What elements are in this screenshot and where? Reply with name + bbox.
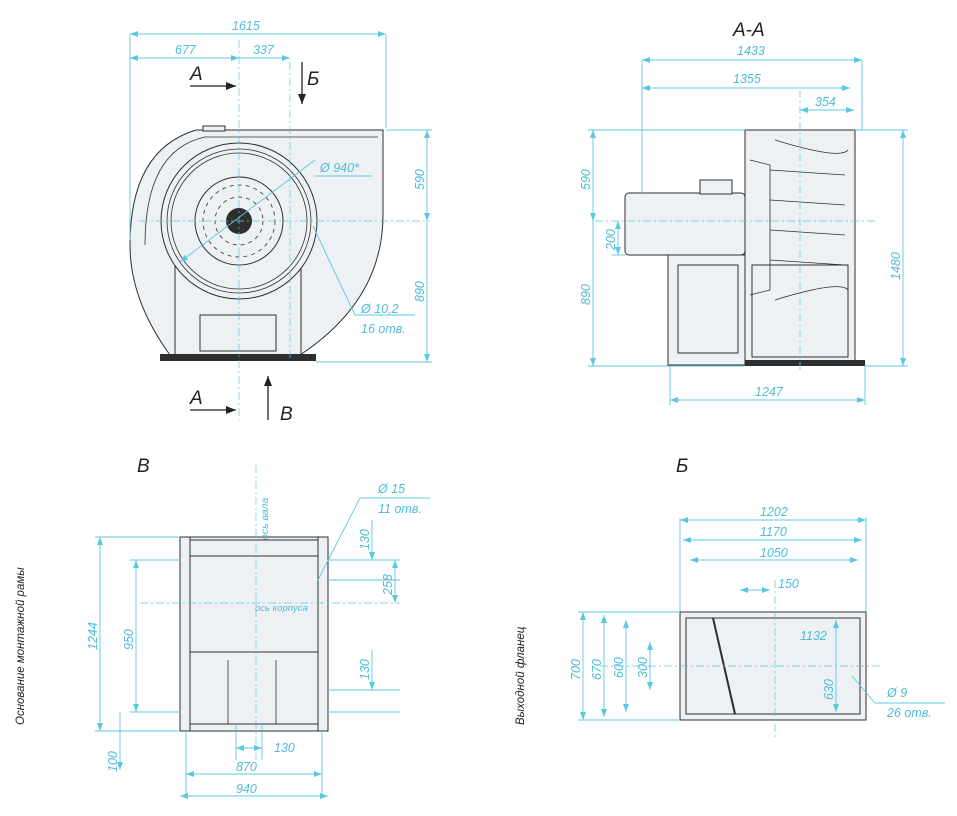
- dim-130-mid: 130: [358, 659, 372, 680]
- frame-window: [199, 314, 277, 352]
- frame-inner: [677, 264, 739, 354]
- dim-700: 700: [569, 659, 583, 680]
- dim-1355: 1355: [733, 72, 761, 86]
- dim-1050: 1050: [760, 546, 788, 560]
- base-hole-count: 11 отв.: [378, 502, 422, 516]
- dim-1202: 1202: [760, 505, 788, 519]
- dim-150: 150: [778, 577, 799, 591]
- dim-1132: 1132: [800, 629, 827, 643]
- dim-100: 100: [106, 751, 120, 772]
- view-v-title: В: [137, 456, 150, 477]
- dim-1615: 1615: [232, 19, 260, 33]
- dim-d940: Ø 940*: [319, 161, 360, 175]
- dim-600: 600: [612, 657, 626, 678]
- dim-1170: 1170: [760, 525, 787, 539]
- dim-section-890: 890: [579, 284, 593, 305]
- dim-337: 337: [253, 43, 275, 57]
- section-aa-title: А-А: [732, 20, 765, 41]
- terminal-box: [699, 179, 733, 195]
- dim-front-890: 890: [413, 281, 427, 302]
- section-base: [745, 360, 865, 366]
- top-flange-lug: [202, 125, 226, 132]
- dim-354: 354: [815, 95, 836, 109]
- body-axis-label: ось корпуса: [255, 603, 308, 614]
- dim-130-bottom: 130: [274, 741, 295, 755]
- base-view: В Основание монтажной рамы ось вала ось …: [15, 456, 430, 799]
- section-a-top: А: [189, 64, 203, 85]
- dim-200: 200: [604, 229, 618, 251]
- flange-hole-diameter: Ø 9: [886, 686, 907, 700]
- base-hole-diameter: Ø 15: [377, 482, 405, 496]
- dim-670: 670: [590, 659, 604, 680]
- dim-1480: 1480: [889, 252, 903, 280]
- dim-258: 258: [381, 574, 395, 596]
- flange-hole-count: 26 отв.: [886, 706, 932, 720]
- dim-130-top: 130: [358, 529, 372, 550]
- view-b-title: Б: [676, 456, 688, 477]
- dim-front-590: 590: [413, 169, 427, 190]
- dim-1247: 1247: [755, 385, 784, 399]
- front-hole-count: 16 отв.: [361, 322, 406, 336]
- front-hole-diameter: Ø 10,2: [360, 302, 399, 316]
- section-v-label: В: [280, 404, 293, 425]
- dim-950: 950: [122, 629, 136, 650]
- dim-300: 300: [636, 657, 650, 678]
- flange-side-label: Выходной фланец: [515, 626, 527, 725]
- base-side-label: Основание монтажной рамы: [15, 567, 27, 725]
- section-b-label: Б: [307, 69, 319, 90]
- base-plate: [160, 354, 316, 361]
- shaft-axis-label: ось вала: [259, 498, 271, 540]
- base-rail-left: [179, 536, 191, 732]
- dim-677: 677: [175, 43, 197, 57]
- dim-870: 870: [236, 760, 257, 774]
- dim-630: 630: [822, 679, 836, 700]
- dim-section-590: 590: [579, 169, 593, 190]
- dim-1433: 1433: [737, 44, 765, 58]
- flange-view: Б Выходной фланец 1202 1170 1050 150 113…: [515, 456, 945, 740]
- section-a-bottom: А: [189, 388, 203, 409]
- dim-1244: 1244: [86, 622, 100, 650]
- section-aa-view: А-А 1433 1355 354 590 890 200: [579, 20, 908, 405]
- base-lower-box: [189, 651, 319, 725]
- base-top-beam: [189, 539, 319, 557]
- dim-base-940: 940: [236, 782, 257, 796]
- front-view: 1615 677 337 А Б А В Ø 940* 590 890 Ø 10…: [129, 19, 432, 425]
- motor-body: [624, 192, 746, 256]
- base-rail-right: [317, 536, 329, 732]
